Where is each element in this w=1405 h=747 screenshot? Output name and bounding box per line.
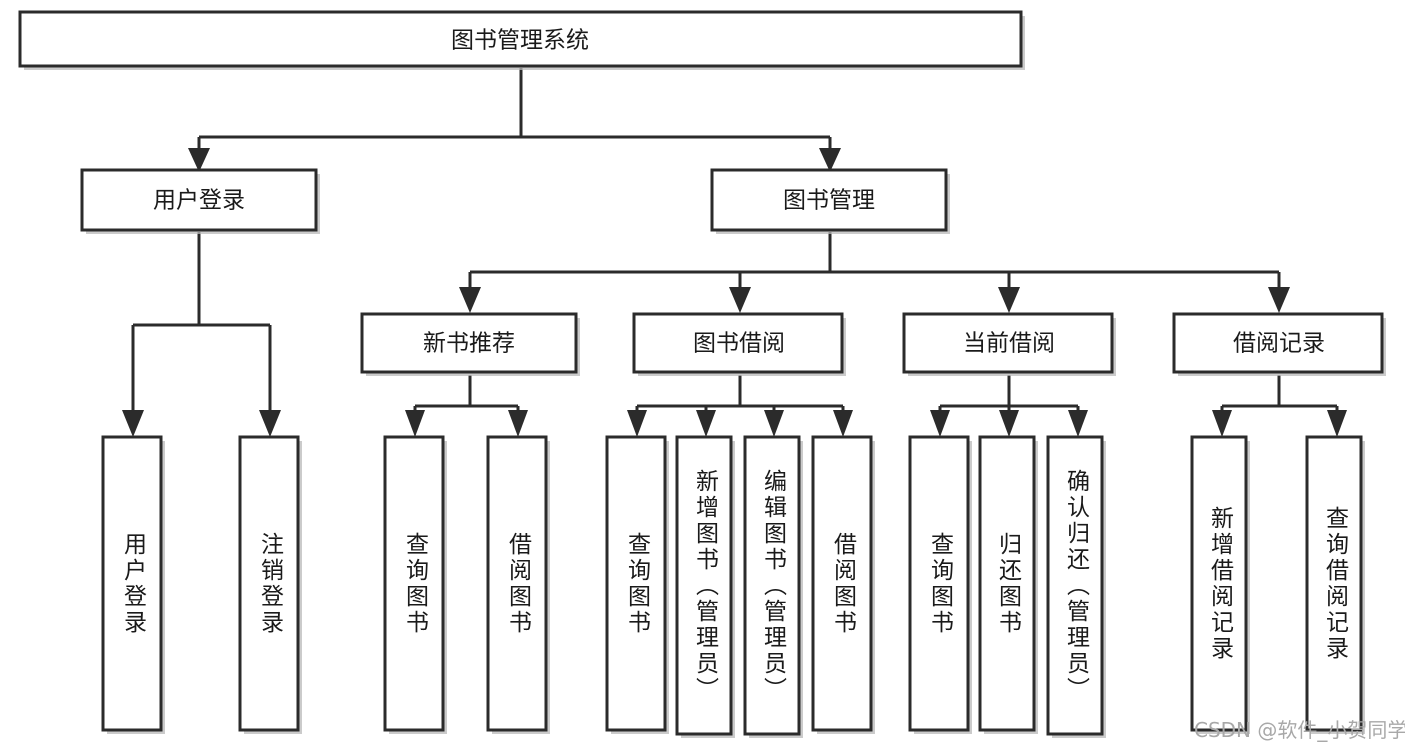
arrowhead-current bbox=[998, 287, 1020, 313]
arrowhead-record bbox=[1268, 287, 1290, 313]
node-root-box[interactable] bbox=[18, 10, 1023, 68]
arrowhead-leaf2 bbox=[259, 410, 281, 437]
node-login-box[interactable] bbox=[80, 168, 318, 232]
arrowhead-leaf5 bbox=[627, 410, 647, 437]
arrowhead-leaf13 bbox=[1327, 410, 1347, 437]
arrowhead-leaf1 bbox=[122, 410, 144, 437]
connector-group-borrow bbox=[627, 375, 853, 437]
arrowhead-leaf6 bbox=[696, 410, 716, 437]
node-leaf10-box[interactable] bbox=[978, 435, 1036, 732]
node-leaf12-box[interactable] bbox=[1190, 435, 1248, 732]
connector-group-current bbox=[930, 375, 1088, 437]
connector-group-record bbox=[1212, 375, 1347, 437]
csdn-watermark: CSDN @软件_小贺同学 bbox=[1194, 718, 1405, 742]
node-leaf3-box[interactable] bbox=[383, 435, 445, 732]
node-leaf1-box[interactable] bbox=[101, 435, 163, 732]
node-leaf9-box[interactable] bbox=[908, 435, 970, 732]
node-leaf11-box[interactable] bbox=[1046, 435, 1104, 736]
node-record-box[interactable] bbox=[1172, 312, 1384, 374]
connector-group-bookmgmt bbox=[459, 232, 1290, 313]
arrowhead-leaf11 bbox=[1068, 410, 1088, 437]
arrowhead-leaf10 bbox=[999, 410, 1019, 437]
arrowhead-leaf7 bbox=[764, 410, 784, 437]
arrowhead-leaf4 bbox=[508, 410, 528, 437]
node-borrow-box[interactable] bbox=[632, 312, 844, 374]
node-newbook-box[interactable] bbox=[360, 312, 578, 374]
node-borrow-label: 图书借阅 bbox=[693, 331, 785, 357]
connector-group-login bbox=[122, 232, 281, 437]
arrowhead-borrow bbox=[729, 287, 751, 313]
node-leaf8-box[interactable] bbox=[811, 435, 873, 732]
node-leaf4-box[interactable] bbox=[486, 435, 548, 732]
node-bookmgmt-box[interactable] bbox=[710, 168, 948, 232]
arrowhead-login bbox=[188, 148, 210, 172]
node-current-box[interactable] bbox=[902, 312, 1114, 374]
arrowhead-newbook bbox=[459, 287, 481, 313]
arrowhead-leaf8 bbox=[833, 410, 853, 437]
node-leaf7-box[interactable] bbox=[743, 435, 801, 736]
arrowhead-leaf9 bbox=[930, 410, 950, 437]
node-newbook-label: 新书推荐 bbox=[423, 331, 515, 357]
node-record-label: 借阅记录 bbox=[1233, 331, 1325, 357]
node-leaf2-box[interactable] bbox=[238, 435, 300, 732]
node-leaf5-box[interactable] bbox=[605, 435, 667, 732]
node-bookmgmt-label: 图书管理 bbox=[783, 188, 875, 214]
node-leaf6-box[interactable] bbox=[675, 435, 733, 736]
node-current-label: 当前借阅 bbox=[963, 331, 1055, 357]
connector-group-newbook bbox=[405, 375, 528, 437]
node-leaf13-box[interactable] bbox=[1305, 435, 1363, 732]
node-root-label: 图书管理系统 bbox=[451, 28, 589, 54]
node-login-label: 用户登录 bbox=[153, 188, 245, 214]
arrowhead-leaf12 bbox=[1212, 410, 1232, 437]
arrowhead-leaf3 bbox=[405, 410, 425, 437]
connector-group-root bbox=[188, 68, 841, 172]
arrowhead-bookmgmt bbox=[819, 148, 841, 172]
